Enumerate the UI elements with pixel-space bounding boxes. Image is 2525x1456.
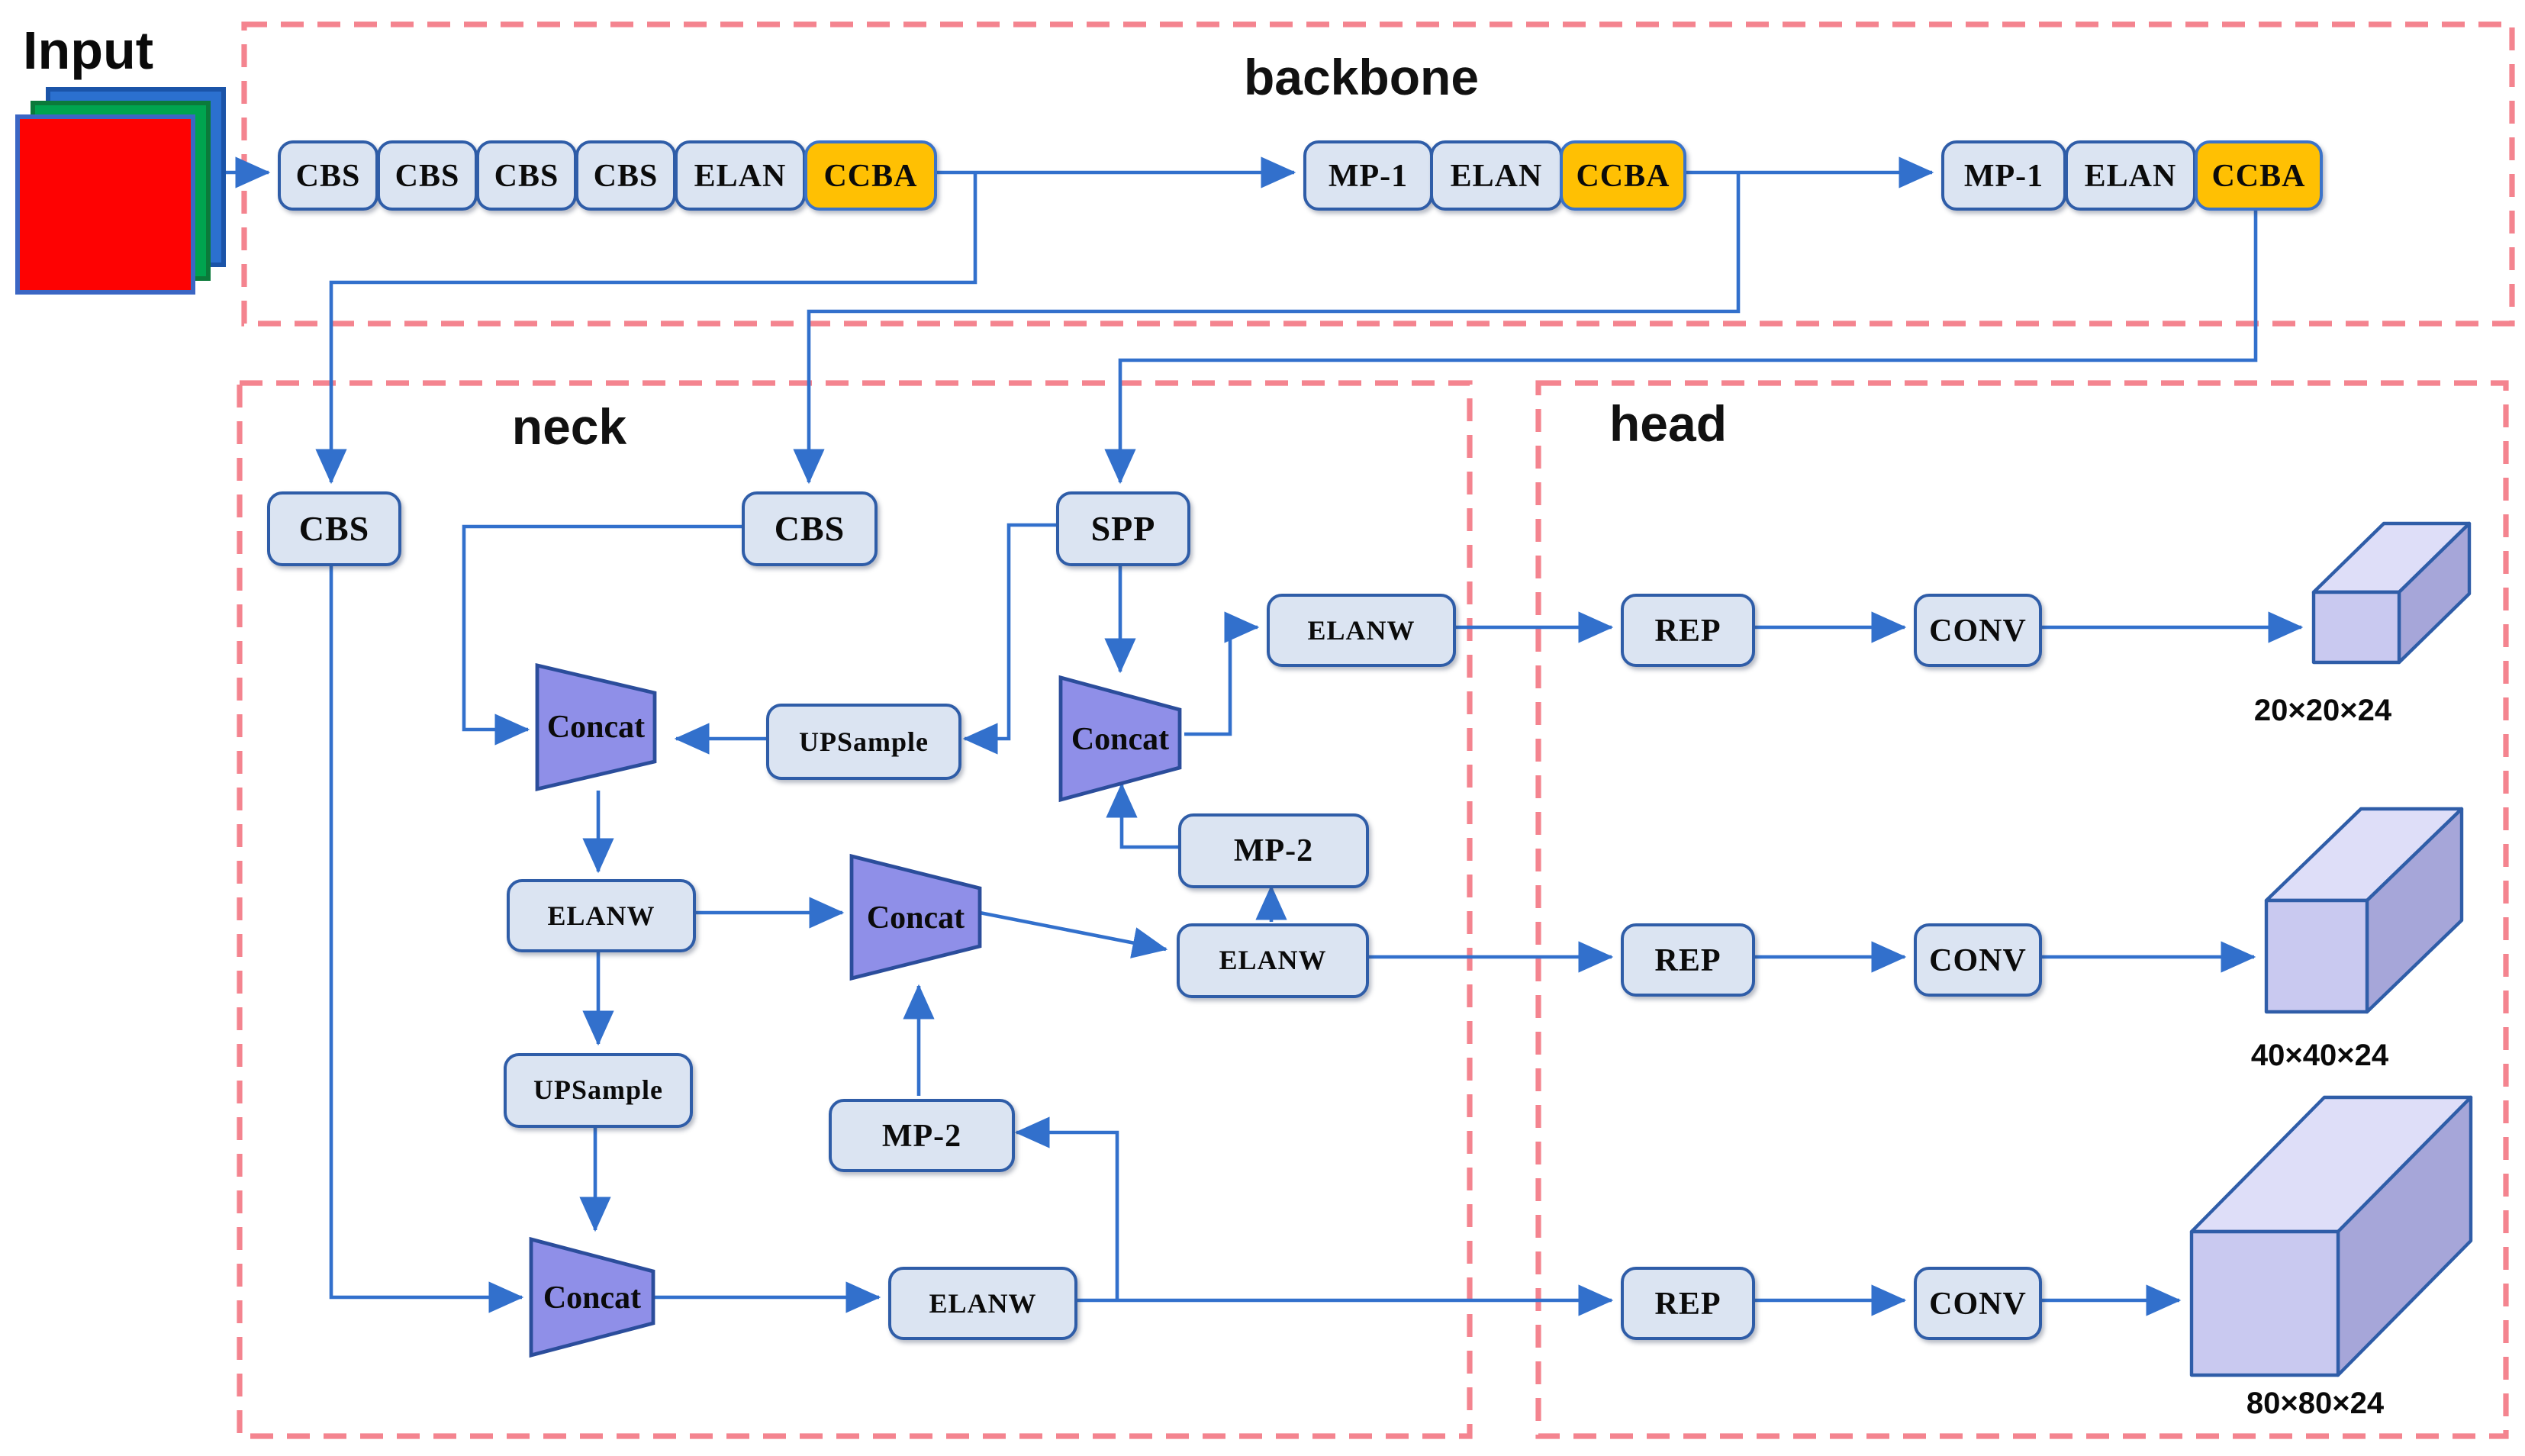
concat-below-spp-shape	[1058, 675, 1182, 803]
neck-elanw-mid: ELANW	[507, 879, 696, 952]
neck-elanw-bottom: ELANW	[888, 1267, 1077, 1340]
backbone-ccba-1: CCBA	[804, 140, 937, 211]
neck-cbs-left: CBS	[267, 491, 401, 566]
output-cuboid-20x20	[2311, 521, 2472, 665]
output-cuboid-80x80	[2189, 1095, 2473, 1377]
input-label: Input	[23, 21, 154, 81]
neck-mp2-lower: MP-2	[829, 1099, 1015, 1172]
head-rep-3: REP	[1621, 1267, 1755, 1340]
backbone-ccba-3: CCBA	[2195, 140, 2323, 211]
arrow-cbsmid-to-concat1	[462, 524, 742, 746]
output-cuboid-40x40	[2264, 807, 2464, 1014]
neck-title: neck	[511, 398, 627, 455]
arrow-spp-to-upsample1	[962, 523, 1056, 755]
neck-concat-bottom: Concat	[543, 1278, 642, 1315]
neck-upsample-lower: UPSample	[504, 1053, 693, 1128]
head-frame	[1535, 380, 2509, 1439]
neck-mp2-upper: MP-2	[1178, 813, 1369, 888]
input-channel-red-square	[15, 114, 195, 295]
backbone-title: backbone	[1243, 49, 1480, 105]
backbone-mp1-a: MP-1	[1303, 140, 1433, 211]
arrow-concat2-to-elanw1	[1184, 611, 1260, 736]
neck-elanw-right: ELANW	[1177, 923, 1369, 998]
head-rep-2: REP	[1621, 923, 1755, 997]
concat-top-left-shape	[535, 662, 657, 792]
backbone-ccba-2: CCBA	[1560, 140, 1686, 211]
backbone-cbs-4: CBS	[575, 140, 676, 211]
head-title: head	[1609, 395, 1728, 452]
arrow-concat3-to-elanw3	[979, 910, 1168, 958]
head-conv-1: CONV	[1914, 594, 2042, 667]
neck-spp: SPP	[1056, 491, 1190, 566]
output-size-80x80x24: 80×80×24	[2246, 1387, 2385, 1421]
backbone-elan-1: ELAN	[675, 140, 806, 211]
arrow-backbone-drop-1	[315, 172, 977, 485]
arrow-branch-to-mp2lower	[1014, 1116, 1119, 1300]
neck-frame	[237, 380, 1473, 1439]
backbone-elan-2: ELAN	[1430, 140, 1563, 211]
neck-concat-mid: Concat	[866, 898, 965, 935]
concat-bottom-shape	[529, 1236, 655, 1358]
backbone-cbs-3: CBS	[476, 140, 577, 211]
backbone-elan-3: ELAN	[2065, 140, 2196, 211]
arrow-mp2upper-to-concat2	[1106, 782, 1178, 849]
neck-concat-top-left: Concat	[546, 708, 646, 745]
arrow-backbone-drop-3	[1104, 205, 2258, 485]
neck-upsample-top: UPSample	[766, 704, 961, 780]
neck-concat-below-spp: Concat	[1071, 720, 1170, 756]
backbone-cbs-2: CBS	[377, 140, 478, 211]
neck-cbs-mid: CBS	[742, 491, 878, 566]
output-size-20x20x24: 20×20×24	[2253, 694, 2392, 728]
head-conv-3: CONV	[1914, 1267, 2042, 1340]
neck-elanw-top: ELANW	[1267, 594, 1456, 667]
head-rep-1: REP	[1621, 594, 1755, 667]
arrow-backbone-drop-2	[793, 172, 1741, 485]
concat-mid-shape	[849, 853, 982, 981]
backbone-cbs-1: CBS	[278, 140, 378, 211]
backbone-mp1-b: MP-1	[1941, 140, 2066, 211]
head-conv-2: CONV	[1914, 923, 2042, 997]
arrow-cbsleft-to-concat4	[329, 560, 524, 1313]
output-size-40x40x24: 40×40×24	[2250, 1039, 2389, 1073]
